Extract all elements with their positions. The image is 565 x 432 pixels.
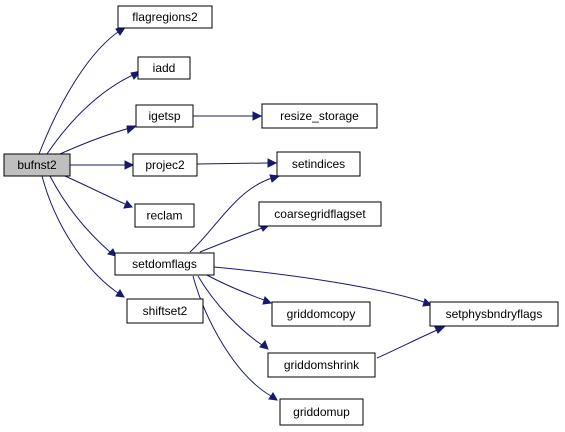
node-box [429,301,559,327]
node-label: flagregions2 [132,10,198,24]
node-box [135,104,194,128]
node-box [114,252,215,276]
node-box [132,153,198,177]
node-label: setindices [292,157,345,171]
node-label: projec2 [145,158,185,172]
arrowhead [252,111,263,121]
edge-setdomflags-griddomshrink [197,275,269,350]
node-setdomflags[interactable]: setdomflags [114,252,215,276]
node-box [134,203,195,228]
node-griddomshrink[interactable]: griddomshrink [267,352,376,378]
arrowhead [126,125,138,134]
edge-setdomflags-coarsegridflagset [199,224,271,253]
node-bufnst2[interactable]: bufnst2 [3,153,71,177]
edge-setdomflags-setindices [189,174,281,253]
node-resize_storage[interactable]: resize_storage [261,103,378,129]
edge-setdomflags-griddomup [192,275,278,401]
node-reclam[interactable]: reclam [134,203,195,228]
node-shiftset2[interactable]: shiftset2 [126,298,204,324]
node-label: igetsp [148,109,180,123]
edge-bufnst2-flagregions2 [38,25,128,155]
node-box [261,103,378,129]
arrowhead [259,340,269,350]
node-flagregions2[interactable]: flagregions2 [117,5,213,29]
node-coarsegridflagset[interactable]: coarsegridflagset [258,201,382,227]
edge-setdomflags-griddomcopy [204,273,273,305]
node-setphysbndryflags[interactable]: setphysbndryflags [429,301,559,327]
node-label: iadd [153,61,176,75]
node-box [126,298,204,324]
arrowhead [267,158,278,168]
edge-setdomflags-setphysbndryflags [213,266,433,307]
edge-igetsp-resize_storage [193,111,263,121]
node-setindices[interactable]: setindices [276,151,361,177]
arrowhead [115,289,125,298]
node-label: coarsegridflagset [274,207,366,221]
node-griddomup[interactable]: griddomup [279,398,364,426]
node-label: reclam [146,209,182,223]
node-label: setdomflags [132,257,197,271]
node-box [137,56,191,80]
node-label: shiftset2 [143,304,188,318]
edge-bufnst2-iadd [46,70,143,155]
node-label: griddomcopy [287,307,356,321]
node-box [279,398,364,426]
node-box [117,5,213,29]
edge-bufnst2-igetsp [59,125,138,155]
node-box [267,352,376,378]
nodes: bufnst2 flagregions2 iadd igetsp resize_… [3,5,559,426]
edge-bufnst2-setdomflags [49,175,117,257]
node-label: bufnst2 [17,158,57,172]
edge-bufnst2-reclam [64,175,133,209]
arrowhead [124,160,135,170]
node-label: griddomshrink [284,358,360,372]
edge-griddomshrink-setphysbndryflags [376,326,446,359]
node-griddomcopy[interactable]: griddomcopy [271,301,371,327]
node-label: griddomup [293,405,350,419]
arrowhead [434,326,446,334]
edges [38,25,446,401]
arrowhead [123,200,133,209]
arrowhead [262,296,273,305]
node-box [258,201,382,227]
node-igetsp[interactable]: igetsp [135,104,194,128]
node-label: setphysbndryflags [446,307,543,321]
edge-projec2-setindices [196,158,278,168]
node-box [3,153,71,177]
node-box [271,301,371,327]
node-projec2[interactable]: projec2 [132,153,198,177]
node-iadd[interactable]: iadd [137,56,191,80]
edge-bufnst2-shiftset2 [41,175,125,298]
arrowhead [422,298,433,307]
node-box [276,151,361,177]
node-label: resize_storage [280,109,359,123]
arrowhead [268,392,278,401]
edge-bufnst2-projec2 [70,160,135,170]
arrowhead [269,174,281,183]
